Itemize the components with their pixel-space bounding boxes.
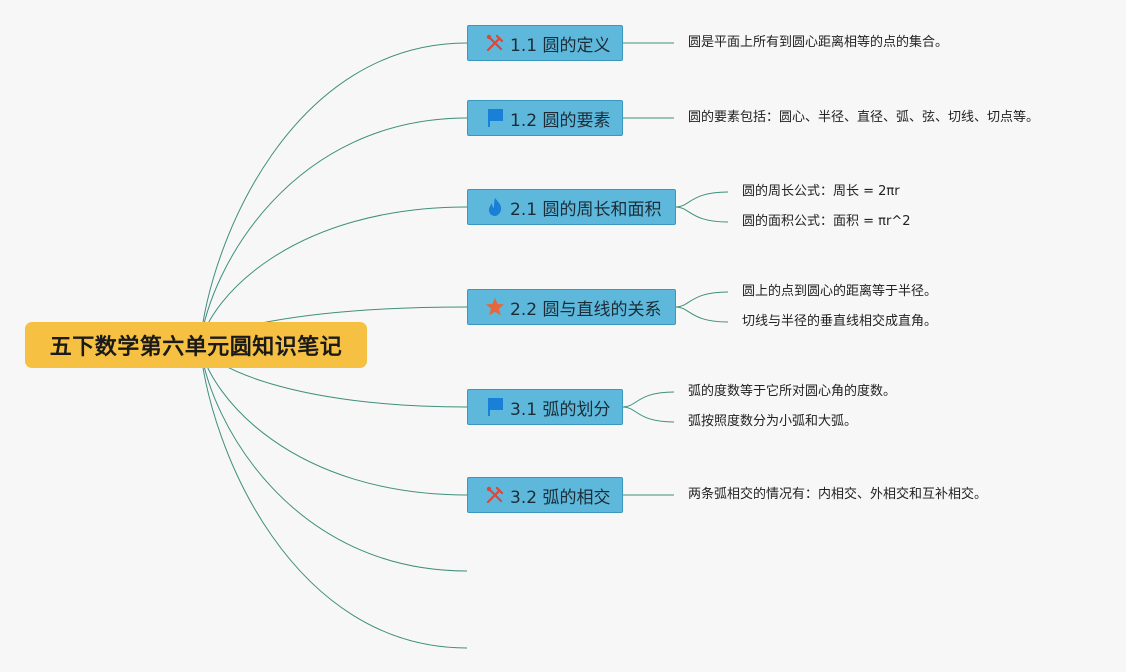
empty-branch-connector [199,344,468,649]
topic-label: 3.1 弧的划分 [510,399,611,420]
detail-text[interactable]: 弧按照度数分为小弧和大弧。 [688,414,858,429]
detail-text[interactable]: 圆的要素包括：圆心、半径、直径、弧、弦、切线、切点等。 [688,110,1040,125]
topic-connector [199,42,468,346]
topic-node[interactable]: 1.2 圆的要素 [467,100,623,136]
topic-label: 2.1 圆的周长和面积 [510,199,662,220]
detail-connector [675,206,729,223]
topic-label: 2.2 圆与直线的关系 [510,299,662,320]
detail-text[interactable]: 切线与半径的垂直线相交成直角。 [742,314,938,329]
empty-branch-connector [199,344,468,572]
detail-connector [622,406,675,423]
detail-connector [675,306,729,323]
topic-node[interactable]: 3.2 弧的相交 [467,477,623,513]
detail-text[interactable]: 两条弧相交的情况有：内相交、外相交和互补相交。 [688,487,988,502]
detail-text[interactable]: 圆是平面上所有到圆心距离相等的点的集合。 [688,35,949,50]
root-topic[interactable]: 五下数学第六单元圆知识笔记 [25,322,367,368]
flame-icon [485,197,505,217]
topic-label: 1.2 圆的要素 [510,110,611,131]
tools-icon [485,33,505,53]
root-topic-label: 五下数学第六单元圆知识笔记 [49,335,343,360]
topic-node[interactable]: 3.1 弧的划分 [467,389,623,425]
detail-connector [675,191,729,208]
detail-connector [622,391,675,408]
topic-node[interactable]: 1.1 圆的定义 [467,25,623,61]
star-icon [485,297,505,317]
topic-node[interactable]: 2.2 圆与直线的关系 [467,289,676,325]
detail-text[interactable]: 圆的周长公式：周长 = 2πr [742,184,900,199]
detail-text[interactable]: 圆上的点到圆心的距离等于半径。 [742,284,938,299]
detail-connector [675,291,729,308]
topic-label: 3.2 弧的相交 [510,487,611,508]
topic-label: 1.1 圆的定义 [510,35,611,56]
flag-icon [485,108,505,128]
detail-text[interactable]: 圆的面积公式：面积 = πr^2 [742,214,911,229]
detail-text[interactable]: 弧的度数等于它所对圆心角的度数。 [688,384,897,399]
flag-icon [485,397,505,417]
tools-icon [485,485,505,505]
topic-connector [199,117,468,346]
topic-node[interactable]: 2.1 圆的周长和面积 [467,189,676,225]
